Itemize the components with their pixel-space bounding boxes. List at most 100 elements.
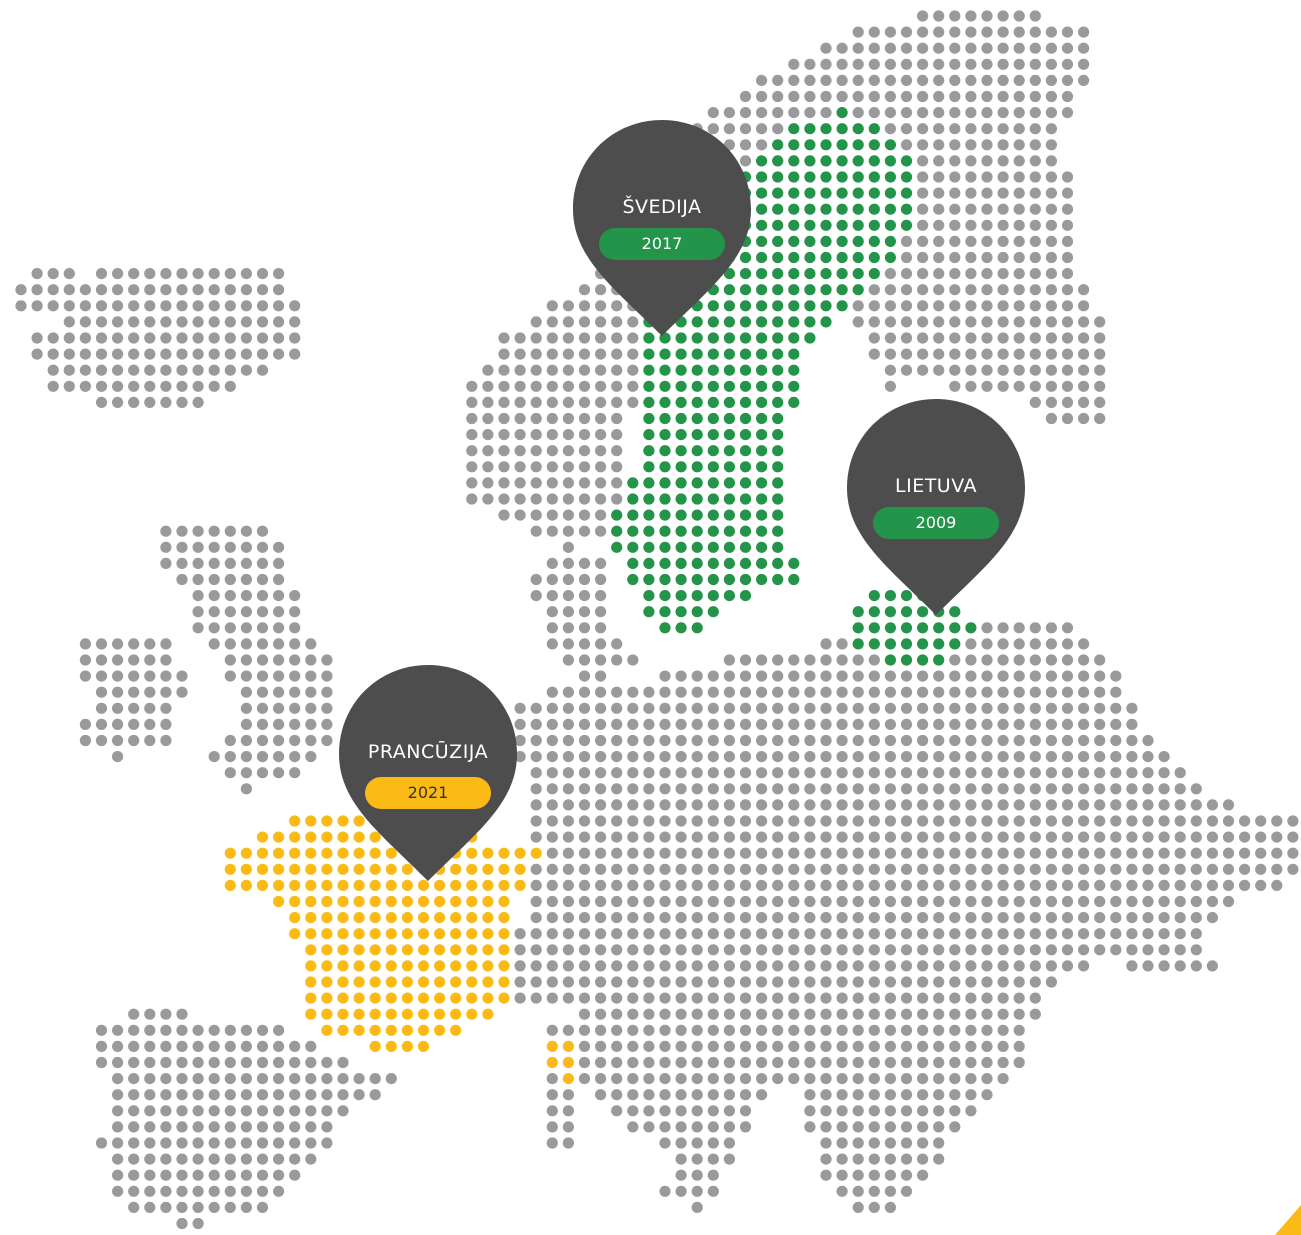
land-dot <box>321 1137 333 1149</box>
land-dot <box>1045 960 1057 972</box>
land-dot <box>723 767 736 779</box>
land-dot <box>917 300 929 312</box>
land-dot <box>611 316 623 328</box>
land-dot <box>1206 895 1218 908</box>
land-dot <box>1094 815 1106 827</box>
land-dot <box>546 976 558 988</box>
land-dot <box>176 364 188 376</box>
land-dot <box>1045 879 1057 892</box>
land-dot <box>965 799 977 811</box>
land-dot <box>675 718 687 731</box>
land-dot <box>884 895 897 908</box>
land-dot <box>949 42 961 54</box>
land-dot <box>1013 686 1025 698</box>
highlight-dot <box>788 268 800 280</box>
land-dot <box>868 300 880 312</box>
land-dot <box>675 1024 687 1036</box>
map-pin-sweden[interactable]: ŠVEDIJA 2017 <box>571 118 753 340</box>
land-dot <box>788 1073 800 1085</box>
land-dot <box>1061 718 1074 731</box>
highlight-dot <box>739 525 752 537</box>
land-dot <box>981 879 993 892</box>
land-dot <box>1094 396 1106 408</box>
land-dot <box>723 960 736 972</box>
highlight-dot <box>514 879 526 892</box>
land-dot <box>176 1089 188 1101</box>
land-dot <box>691 1201 703 1213</box>
land-dot <box>112 670 124 682</box>
highlight-dot <box>707 606 719 618</box>
highlight-dot <box>691 316 703 328</box>
land-dot <box>804 1073 816 1085</box>
land-dot <box>788 90 800 103</box>
land-dot <box>546 445 558 457</box>
map-pin-france[interactable]: PRANCŪZIJA 2021 <box>337 663 519 885</box>
land-dot <box>1013 638 1025 650</box>
land-dot <box>997 219 1009 231</box>
land-dot <box>804 670 816 682</box>
land-dot <box>192 1121 204 1133</box>
highlight-dot <box>675 429 687 441</box>
highlight-dot <box>739 396 752 408</box>
land-dot <box>546 1137 558 1149</box>
land-dot <box>611 783 623 795</box>
land-dot <box>578 654 591 666</box>
highlight-dot <box>417 912 430 924</box>
land-dot <box>836 1137 848 1149</box>
land-dot <box>289 316 301 328</box>
land-dot <box>772 831 784 843</box>
land-dot <box>884 879 897 892</box>
highlight-dot <box>675 573 687 586</box>
highlight-dot <box>450 944 462 956</box>
land-dot <box>820 90 832 103</box>
land-dot <box>514 364 526 376</box>
land-dot <box>530 992 542 1004</box>
land-dot <box>707 751 719 763</box>
land-dot <box>933 976 945 988</box>
land-dot <box>1045 316 1057 328</box>
land-dot <box>192 606 204 618</box>
highlight-dot <box>852 123 864 135</box>
land-dot <box>643 1089 655 1101</box>
land-dot <box>997 1040 1009 1052</box>
land-dot <box>578 670 591 682</box>
highlight-dot <box>321 863 333 875</box>
land-dot <box>868 348 880 360</box>
land-dot <box>1029 992 1041 1004</box>
highlight-dot <box>289 831 301 843</box>
land-dot <box>482 380 494 392</box>
land-dot <box>788 928 800 940</box>
highlight-dot <box>659 573 671 586</box>
highlight-dot <box>691 461 703 473</box>
land-dot <box>1029 702 1041 714</box>
map-pin-lithuania[interactable]: LIETUVA 2009 <box>845 397 1027 619</box>
highlight-dot <box>482 847 494 859</box>
land-dot <box>804 895 816 908</box>
land-dot <box>965 847 977 859</box>
highlight-dot <box>337 944 349 956</box>
highlight-dot <box>772 557 784 570</box>
land-dot <box>256 332 269 344</box>
highlight-dot <box>772 139 784 151</box>
highlight-dot <box>691 606 703 618</box>
land-dot <box>273 1056 285 1069</box>
highlight-dot <box>788 332 800 344</box>
land-dot <box>63 332 75 344</box>
land-dot <box>707 767 719 779</box>
land-dot <box>1126 783 1138 795</box>
land-dot <box>208 1185 220 1197</box>
highlight-dot <box>788 396 800 408</box>
highlight-dot <box>353 831 365 843</box>
land-dot <box>1206 863 1218 875</box>
land-dot <box>289 638 301 650</box>
land-dot <box>1029 638 1041 650</box>
highlight-dot <box>739 380 752 392</box>
land-dot <box>1078 42 1090 54</box>
land-dot <box>949 847 961 859</box>
land-dot <box>707 1185 719 1197</box>
land-dot <box>1206 912 1218 924</box>
land-dot <box>1094 364 1106 376</box>
land-dot <box>788 960 800 972</box>
land-dot <box>739 107 752 119</box>
highlight-dot <box>417 928 430 940</box>
